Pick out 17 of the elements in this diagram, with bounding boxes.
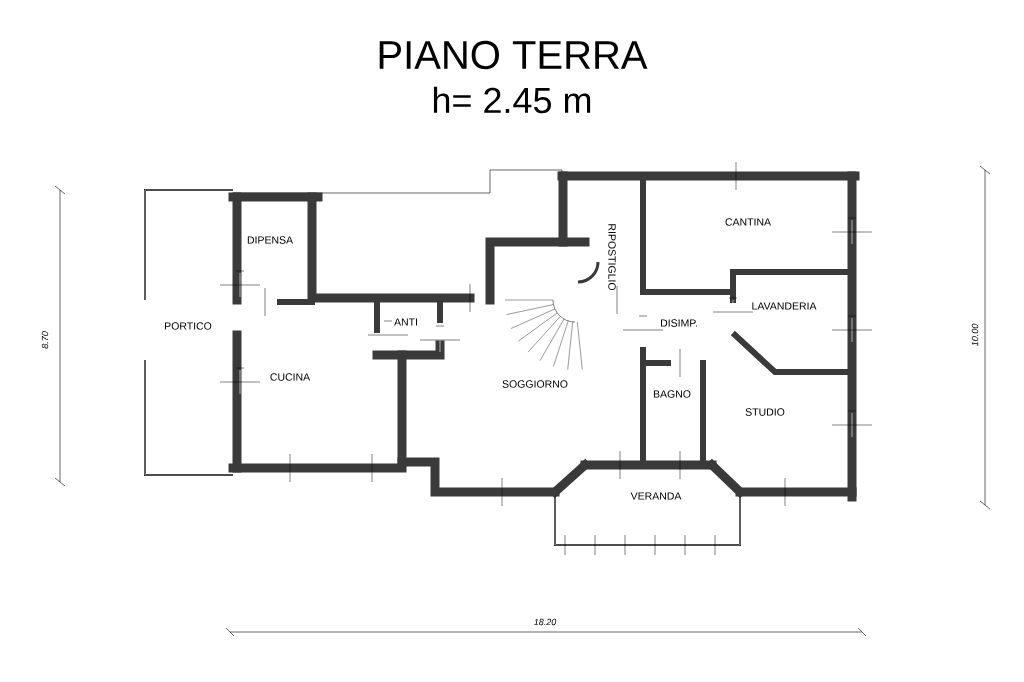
room-label: BAGNO <box>653 390 691 398</box>
room-label: LAVANDERIA <box>752 302 817 310</box>
height-label: h= 2.45 m <box>433 86 591 114</box>
room-label: STUDIO <box>745 408 785 416</box>
room-label: RIPOSTIGLIO <box>608 224 616 291</box>
room-label: DIPENSA <box>247 236 294 244</box>
dimension-text: 18.20 <box>534 618 557 626</box>
room-label: ANTI <box>394 318 417 326</box>
room-label: VERANDA <box>630 492 682 500</box>
room-label: DISIMP. <box>661 319 697 327</box>
title: PIANO TERRA <box>379 40 648 70</box>
room-label: CANTINA <box>725 218 772 226</box>
room-label: PORTICO <box>165 322 212 330</box>
dimension-text: 8.70 <box>41 331 49 349</box>
room-label: SOGGIORNO <box>502 380 568 388</box>
room-label: CUCINA <box>270 373 311 381</box>
dimension-text: 10.00 <box>971 323 979 347</box>
